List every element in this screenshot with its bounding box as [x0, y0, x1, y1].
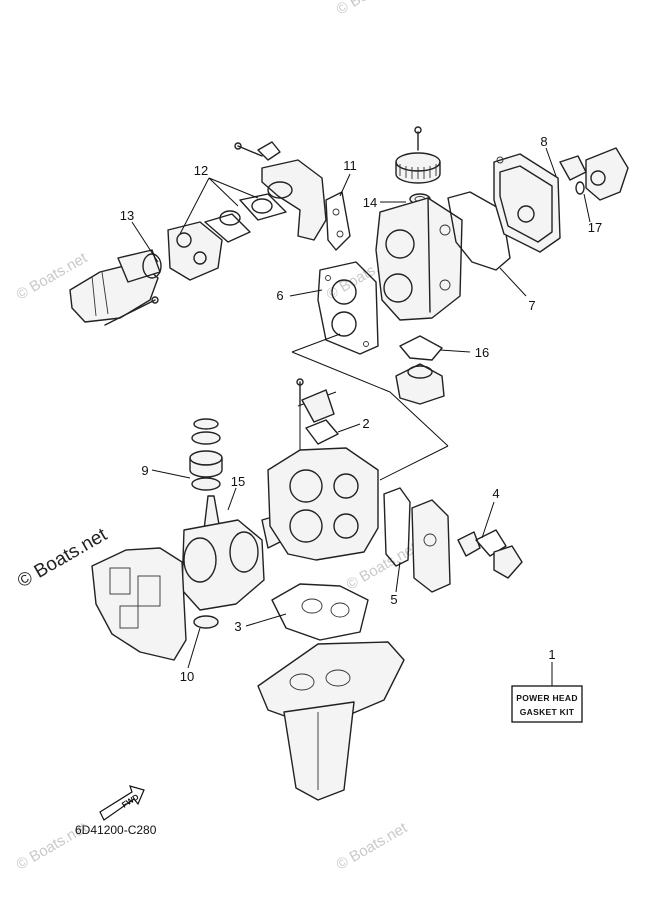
callout-12: 12: [194, 163, 208, 178]
part-intake-manifold: [167, 141, 327, 281]
callout-7: 7: [528, 298, 535, 313]
leader-lines: [131, 147, 591, 686]
callout-16: 16: [475, 345, 489, 360]
diagram-code: 6D41200-C280: [75, 823, 157, 837]
part-crankshaft: [181, 495, 285, 629]
callout-2: 2: [362, 416, 369, 431]
callout-3: 3: [234, 619, 241, 634]
callout-8: 8: [540, 134, 547, 149]
callout-5: 5: [390, 592, 397, 607]
watermark-top: © Boats.net: [334, 0, 411, 18]
callout-11: 11: [343, 158, 357, 173]
part-thermostat-housing: [395, 335, 445, 405]
part-manifold-gasket: [325, 191, 351, 251]
part-head-gasket: [317, 261, 379, 355]
part-cam-pulley: [395, 126, 441, 205]
part-cylinder-head: [375, 197, 463, 321]
gasket-kit-box: POWER HEAD GASKET KIT: [511, 685, 583, 723]
callout-1: 1: [548, 647, 555, 662]
callout-9: 9: [141, 463, 148, 478]
part-anode-group: [457, 529, 523, 579]
part-exhaust-cover: [493, 147, 629, 253]
callout-13: 13: [120, 208, 134, 223]
part-thermostat-cover: [69, 249, 162, 326]
fwd-arrow: FWD: [99, 785, 145, 821]
callout-17: 17: [588, 220, 602, 235]
part-exhaust-gasket: [383, 487, 411, 567]
callout-4: 4: [492, 486, 499, 501]
part-bearing-stack: [189, 418, 223, 491]
part-upper-casing: [257, 641, 405, 801]
watermark-bottom: © Boats.net: [334, 819, 411, 873]
kit-label-line1: POWER HEAD: [516, 693, 578, 703]
callout-6: 6: [276, 288, 283, 303]
callout-14: 14: [363, 195, 377, 210]
part-cover-gasket: [447, 191, 511, 271]
part-exhaust-plate: [411, 499, 451, 593]
callout-labels: 1 2 3 4 5 6 7 8 9 10 11 12 13 14 15 16 1…: [120, 134, 602, 684]
part-crankcase: [91, 547, 187, 661]
callout-15: 15: [231, 474, 245, 489]
part-base-gasket: [271, 583, 369, 641]
callout-10: 10: [180, 669, 194, 684]
part-cylinder-block: [267, 447, 379, 561]
kit-label-line2: GASKET KIT: [520, 707, 575, 717]
part-lifting-eye: [296, 378, 339, 445]
